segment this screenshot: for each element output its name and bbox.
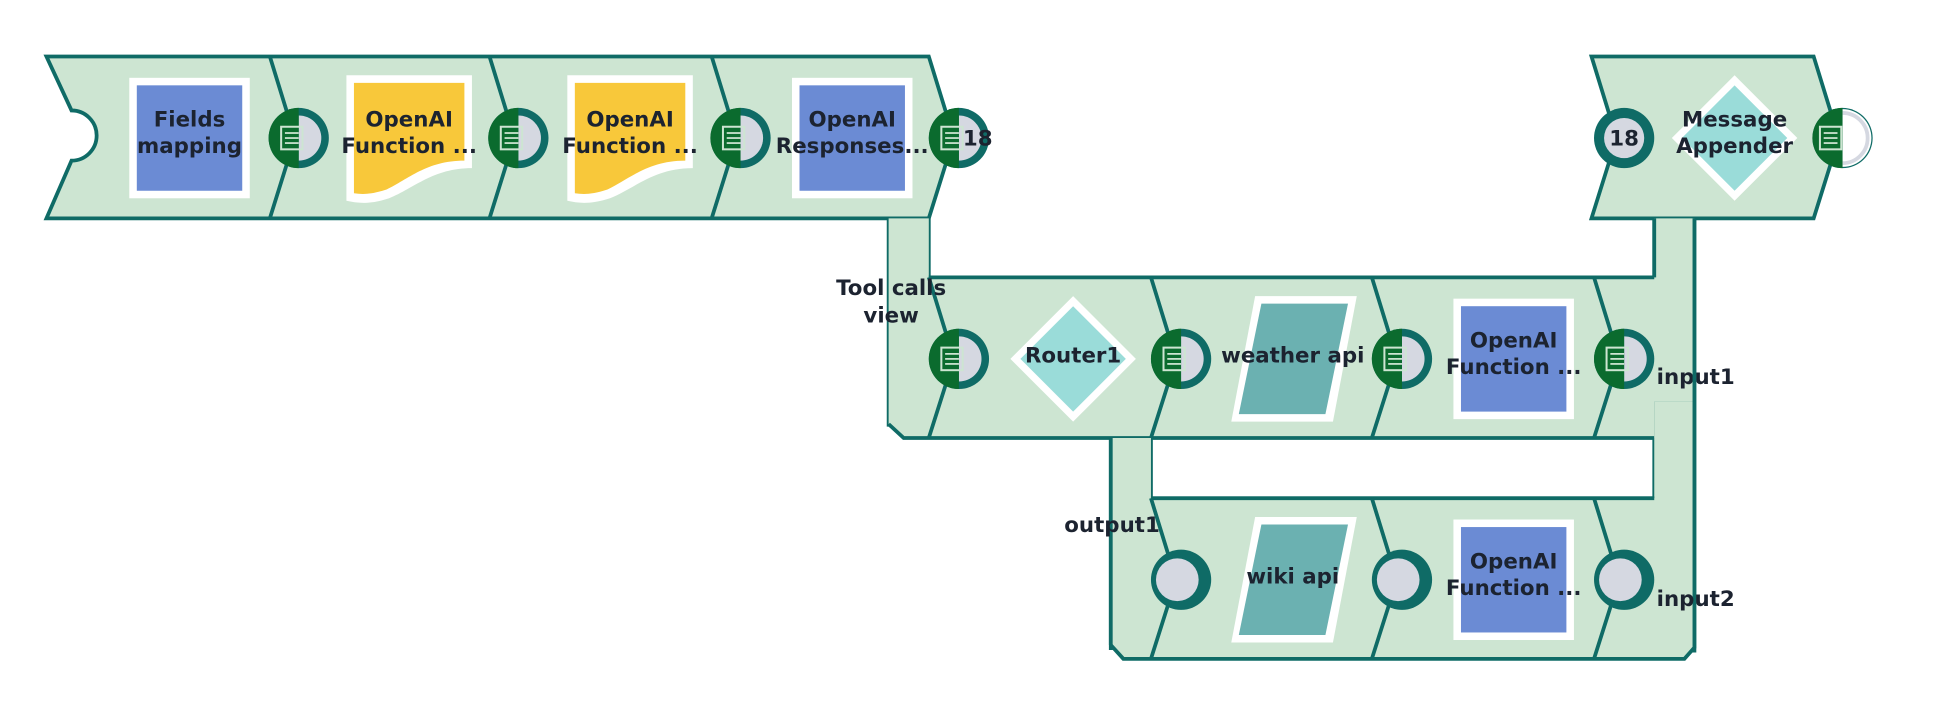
output1-label: output1 — [1064, 513, 1160, 538]
document-count-badge: 18 — [1609, 127, 1639, 152]
snap-label: OpenAI — [1470, 329, 1558, 354]
mapper-square-icon — [799, 85, 905, 191]
output-port-empty-icon[interactable] — [1371, 549, 1433, 610]
tool-calls-label: view — [863, 304, 918, 329]
snap-label: Responses... — [776, 134, 929, 159]
diamond-icon — [1020, 306, 1126, 412]
output-port-document-icon[interactable] — [1370, 327, 1434, 391]
snap-wiki-api[interactable]: wiki api — [1231, 517, 1357, 643]
appender-output-port[interactable] — [1812, 107, 1873, 169]
output-port-document-icon[interactable] — [709, 106, 772, 170]
output-port-document-icon[interactable] — [1149, 327, 1213, 391]
snap-openai-function-2[interactable]: OpenAI Function ... — [562, 75, 698, 203]
snap-label: Message — [1682, 108, 1787, 133]
snap-label: OpenAI — [365, 108, 453, 133]
top-pipeline-row: Fields mapping OpenAI Function ... OpenA… — [43, 54, 956, 221]
mapper-square-icon — [136, 85, 243, 191]
snap-label: Function ... — [562, 134, 698, 159]
snap-label: mapping — [137, 134, 242, 159]
parallelogram-icon — [1238, 303, 1349, 415]
document-count-badge: 18 — [963, 127, 993, 152]
snap-label: Function ... — [341, 134, 477, 159]
parallelogram-icon — [1238, 524, 1349, 635]
snap-label: OpenAI — [1470, 549, 1558, 574]
appender-input-port[interactable]: 18 — [1594, 107, 1655, 169]
snap-router1[interactable]: Router1 — [1010, 296, 1136, 422]
snap-openai-function-weather[interactable]: OpenAI Function ... — [1446, 298, 1582, 420]
snap-label: wiki api — [1246, 565, 1339, 590]
output-port-document-icon[interactable] — [1593, 327, 1656, 391]
output-port-document-icon[interactable] — [927, 327, 991, 391]
diamond-icon — [1681, 85, 1788, 191]
snap-openai-function-1[interactable]: OpenAI Function ... — [341, 75, 477, 203]
document-wave-icon — [574, 82, 686, 194]
output-port-empty-icon[interactable] — [1594, 549, 1655, 610]
output-port-empty-icon[interactable] — [1150, 549, 1212, 610]
snap-label: OpenAI — [808, 108, 896, 133]
snap-weather-api[interactable]: weather api — [1221, 296, 1364, 422]
snap-label: Appender — [1676, 134, 1793, 159]
snap-label: OpenAI — [586, 108, 674, 133]
tool-calls-row: Tool calls view Router1 weather api Open… — [836, 218, 1735, 440]
mapper-square-icon — [1460, 527, 1567, 633]
tool-calls-label: Tool calls — [836, 276, 946, 301]
output-port-count[interactable]: 18 — [927, 106, 993, 170]
wiki-row: output1 wiki api OpenAI Function ... inp… — [1064, 218, 1735, 661]
snap-label: weather api — [1221, 344, 1364, 369]
snap-label: Router1 — [1025, 344, 1121, 369]
snap-label: Fields — [154, 108, 226, 133]
document-icon — [1818, 125, 1843, 151]
snap-label: Function ... — [1446, 576, 1582, 601]
snap-openai-responses[interactable]: OpenAI Responses... — [776, 77, 929, 199]
message-appender-row: Message Appender — [1588, 54, 1841, 221]
output-port-document-icon[interactable] — [487, 106, 550, 170]
snap-message-appender[interactable]: Message Appender — [1671, 75, 1798, 201]
snap-fields-mapping[interactable]: Fields mapping — [129, 77, 250, 199]
input2-label: input2 — [1657, 587, 1735, 612]
snap-openai-function-wiki[interactable]: OpenAI Function ... — [1446, 519, 1582, 640]
output-port-document-icon[interactable] — [267, 106, 330, 170]
document-wave-icon — [353, 82, 465, 194]
snap-label: Function ... — [1446, 355, 1582, 380]
mapper-square-icon — [1460, 306, 1567, 412]
